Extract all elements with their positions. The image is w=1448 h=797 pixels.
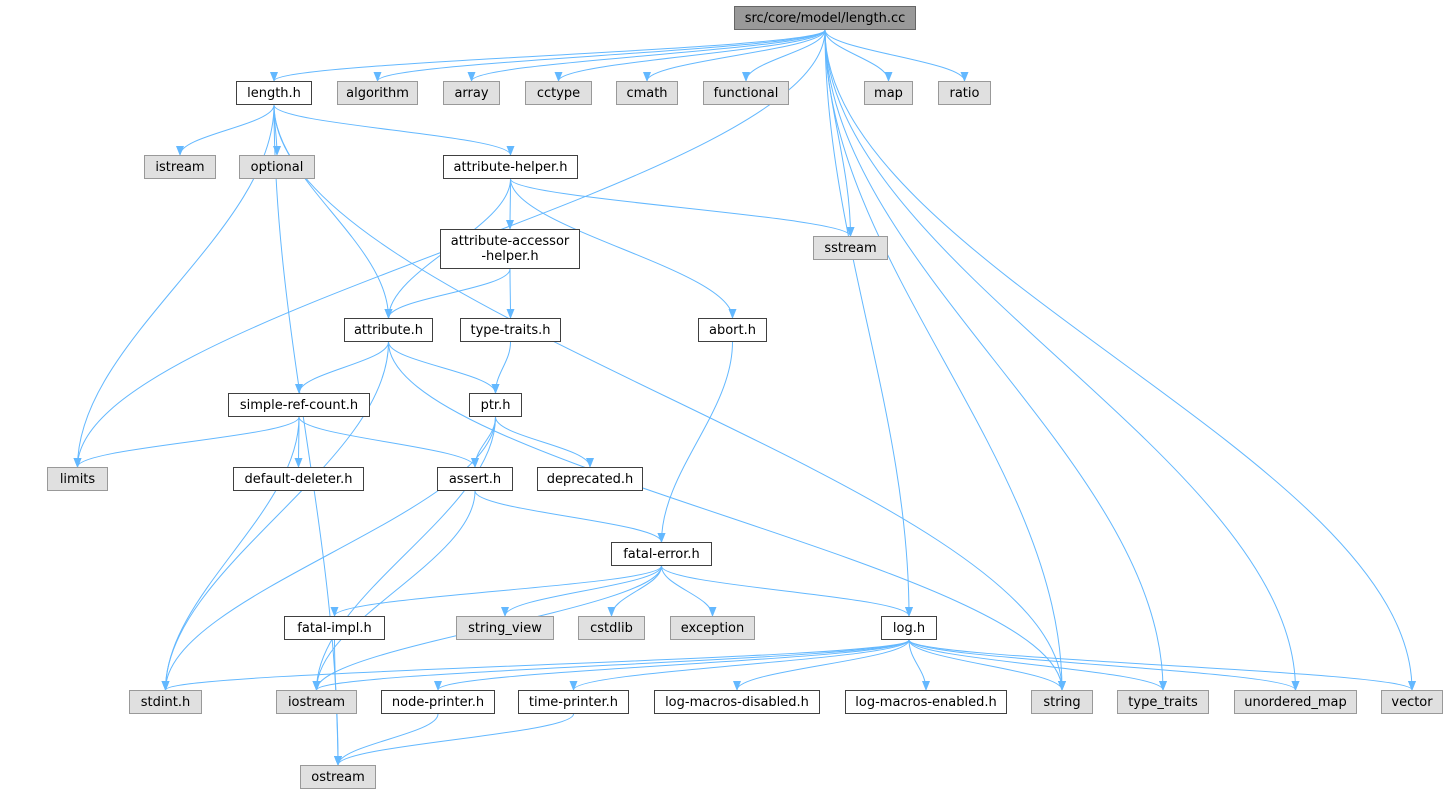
edge-abort_h-to-fatal_error_h	[657, 341, 733, 543]
node-type-traits-h[interactable]: type-traits.h	[460, 318, 561, 342]
edge-log_h-to-log_macros_disabled_h	[733, 639, 910, 691]
node-ratio: ratio	[938, 81, 991, 105]
edge-root-to-cctype	[554, 29, 826, 82]
edge-fatal_error_h-to-exception	[661, 565, 717, 617]
edge-log_h-to-vector	[908, 639, 1416, 691]
edge-time_printer_h-to-ostream	[334, 713, 574, 766]
edge-log_h-to-type_traits	[908, 639, 1167, 691]
edge-length_h-to-attribute_h	[273, 104, 393, 319]
edge-assert_h-to-fatal_error_h	[474, 490, 666, 543]
node-optional: optional	[239, 155, 315, 179]
node-type-traits: type_traits	[1117, 690, 1209, 714]
node-time-printer-h[interactable]: time-printer.h	[518, 690, 629, 714]
node-deprecated-h[interactable]: deprecated.h	[537, 467, 643, 491]
node-limits: limits	[47, 467, 108, 491]
node-assert-h[interactable]: assert.h	[437, 467, 513, 491]
node-default-deleter-h[interactable]: default-deleter.h	[233, 467, 364, 491]
node-string: string	[1031, 690, 1093, 714]
edge-log_h-to-string	[908, 639, 1066, 691]
node-attribute-accessor-helper-h[interactable]: attribute-accessor -helper.h	[440, 229, 580, 269]
node-ptr-h[interactable]: ptr.h	[469, 393, 522, 417]
edge-root-to-vector	[824, 29, 1416, 691]
node-fatal-error-h[interactable]: fatal-error.h	[611, 542, 712, 566]
node-algorithm: algorithm	[337, 81, 418, 105]
edge-ptr_h-to-stdint_h	[161, 416, 496, 691]
edge-log_h-to-stdint_h	[161, 639, 910, 691]
node-log-h[interactable]: log.h	[881, 616, 937, 640]
edge-log_h-to-unordered_map	[908, 639, 1300, 691]
edge-log_h-to-log_macros_enabled_h	[908, 639, 930, 691]
edge-attribute_accessor_helper_h-to-type_traits_h	[506, 268, 515, 319]
edge-type_traits_h-to-ptr_h	[491, 341, 511, 394]
node-unordered-map: unordered_map	[1234, 690, 1357, 714]
node-attribute-h[interactable]: attribute.h	[344, 318, 433, 342]
edge-attribute_helper_h-to-sstream	[510, 178, 855, 237]
edge-ptr_h-to-assert_h	[471, 416, 496, 468]
edge-attribute_helper_h-to-attribute_accessor_helper_h	[506, 178, 515, 230]
node-string-view: string_view	[456, 616, 554, 640]
node-exception: exception	[670, 616, 755, 640]
edge-fatal_error_h-to-string_view	[501, 565, 662, 617]
node-length-h[interactable]: length.h	[236, 81, 312, 105]
node-array: array	[443, 81, 500, 105]
edge-fatal_error_h-to-log_h	[661, 565, 913, 617]
node-functional: functional	[703, 81, 789, 105]
edge-root-to-algorithm	[373, 29, 826, 82]
edge-attribute_accessor_helper_h-to-attribute_h	[384, 268, 511, 319]
edge-simple_ref_count_h-to-assert_h	[298, 416, 479, 468]
node-log-macros-enabled-h[interactable]: log-macros-enabled.h	[845, 690, 1007, 714]
edge-root-to-map	[824, 29, 893, 82]
edge-attribute_h-to-simple_ref_count_h	[295, 341, 389, 394]
edge-root-to-string	[824, 29, 1066, 691]
edge-attribute_h-to-ptr_h	[388, 341, 500, 394]
edge-root-to-type_traits	[824, 29, 1167, 691]
edge-log_h-to-iostream	[312, 639, 910, 691]
edge-root-to-array	[467, 29, 826, 82]
edge-assert_h-to-iostream	[312, 490, 476, 691]
edge-log_h-to-node_printer_h	[434, 639, 910, 691]
node-node-printer-h[interactable]: node-printer.h	[381, 690, 495, 714]
node-log-macros-disabled-h[interactable]: log-macros-disabled.h	[654, 690, 820, 714]
edge-simple_ref_count_h-to-stdint_h	[161, 416, 300, 691]
edge-attribute_helper_h-to-abort_h	[510, 178, 737, 319]
edge-attribute_h-to-stdint_h	[161, 341, 389, 691]
edge-root-to-cmath	[643, 29, 826, 82]
edge-root-to-length_h	[270, 29, 826, 82]
node-sstream: sstream	[813, 236, 888, 260]
edge-log_h-to-time_printer_h	[569, 639, 910, 691]
edge-length_h-to-istream	[176, 104, 275, 156]
edge-fatal_error_h-to-fatal_impl_h	[330, 565, 662, 617]
node-fatal-impl-h[interactable]: fatal-impl.h	[284, 616, 385, 640]
edge-length_h-to-ostream	[273, 104, 342, 766]
edge-root-to-functional	[742, 29, 826, 82]
edge-length_h-to-string	[273, 104, 1066, 691]
edge-simple_ref_count_h-to-limits	[73, 416, 300, 468]
edge-length_h-to-attribute_helper_h	[273, 104, 515, 156]
node-abort-h[interactable]: abort.h	[698, 318, 767, 342]
edge-ptr_h-to-deprecated_h	[495, 416, 594, 468]
node-cmath: cmath	[616, 81, 678, 105]
node-vector: vector	[1381, 690, 1443, 714]
edge-fatal_error_h-to-cstdlib	[607, 565, 662, 617]
node-ostream: ostream	[300, 765, 376, 789]
edge-attribute_h-to-string	[388, 341, 1066, 691]
node-stdint-h: stdint.h	[129, 690, 202, 714]
edge-ptr_h-to-iostream	[312, 416, 496, 691]
node-map: map	[864, 81, 913, 105]
edge-node_printer_h-to-ostream	[334, 713, 439, 766]
edge-root-to-unordered_map	[824, 29, 1300, 691]
node-attribute-helper-h[interactable]: attribute-helper.h	[443, 155, 578, 179]
edge-root-to-ratio	[824, 29, 969, 82]
node-cctype: cctype	[525, 81, 592, 105]
node-simple-ref-count-h[interactable]: simple-ref-count.h	[228, 393, 370, 417]
node-cstdlib: cstdlib	[578, 616, 645, 640]
node-root-length-cc[interactable]: src/core/model/length.cc	[734, 6, 916, 30]
node-iostream: iostream	[276, 690, 357, 714]
edge-root-to-log_h	[824, 29, 913, 617]
node-istream: istream	[144, 155, 216, 179]
